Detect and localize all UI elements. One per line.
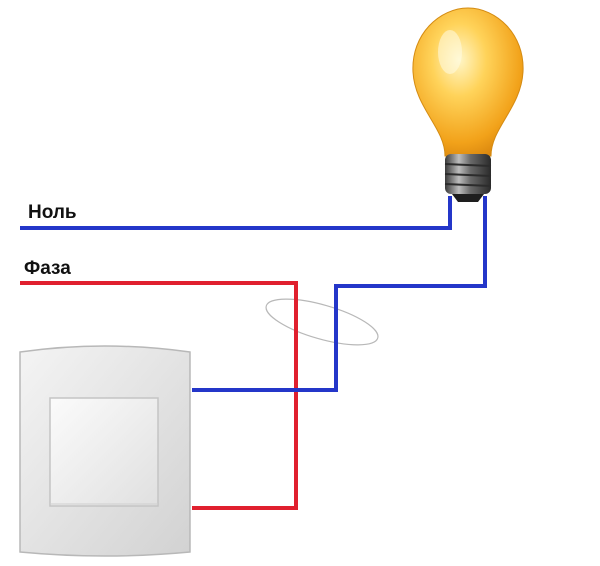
phase-label: Фаза bbox=[24, 258, 71, 279]
wall-switch-icon bbox=[19, 345, 191, 557]
switched-wire bbox=[192, 196, 487, 392]
phase-wire bbox=[20, 281, 298, 510]
neutral-wire bbox=[20, 196, 452, 230]
neutral-label: Ноль bbox=[28, 202, 77, 223]
light-bulb-icon bbox=[412, 7, 524, 202]
switch-key bbox=[49, 397, 159, 507]
wire-bundle-ellipse bbox=[265, 298, 379, 346]
